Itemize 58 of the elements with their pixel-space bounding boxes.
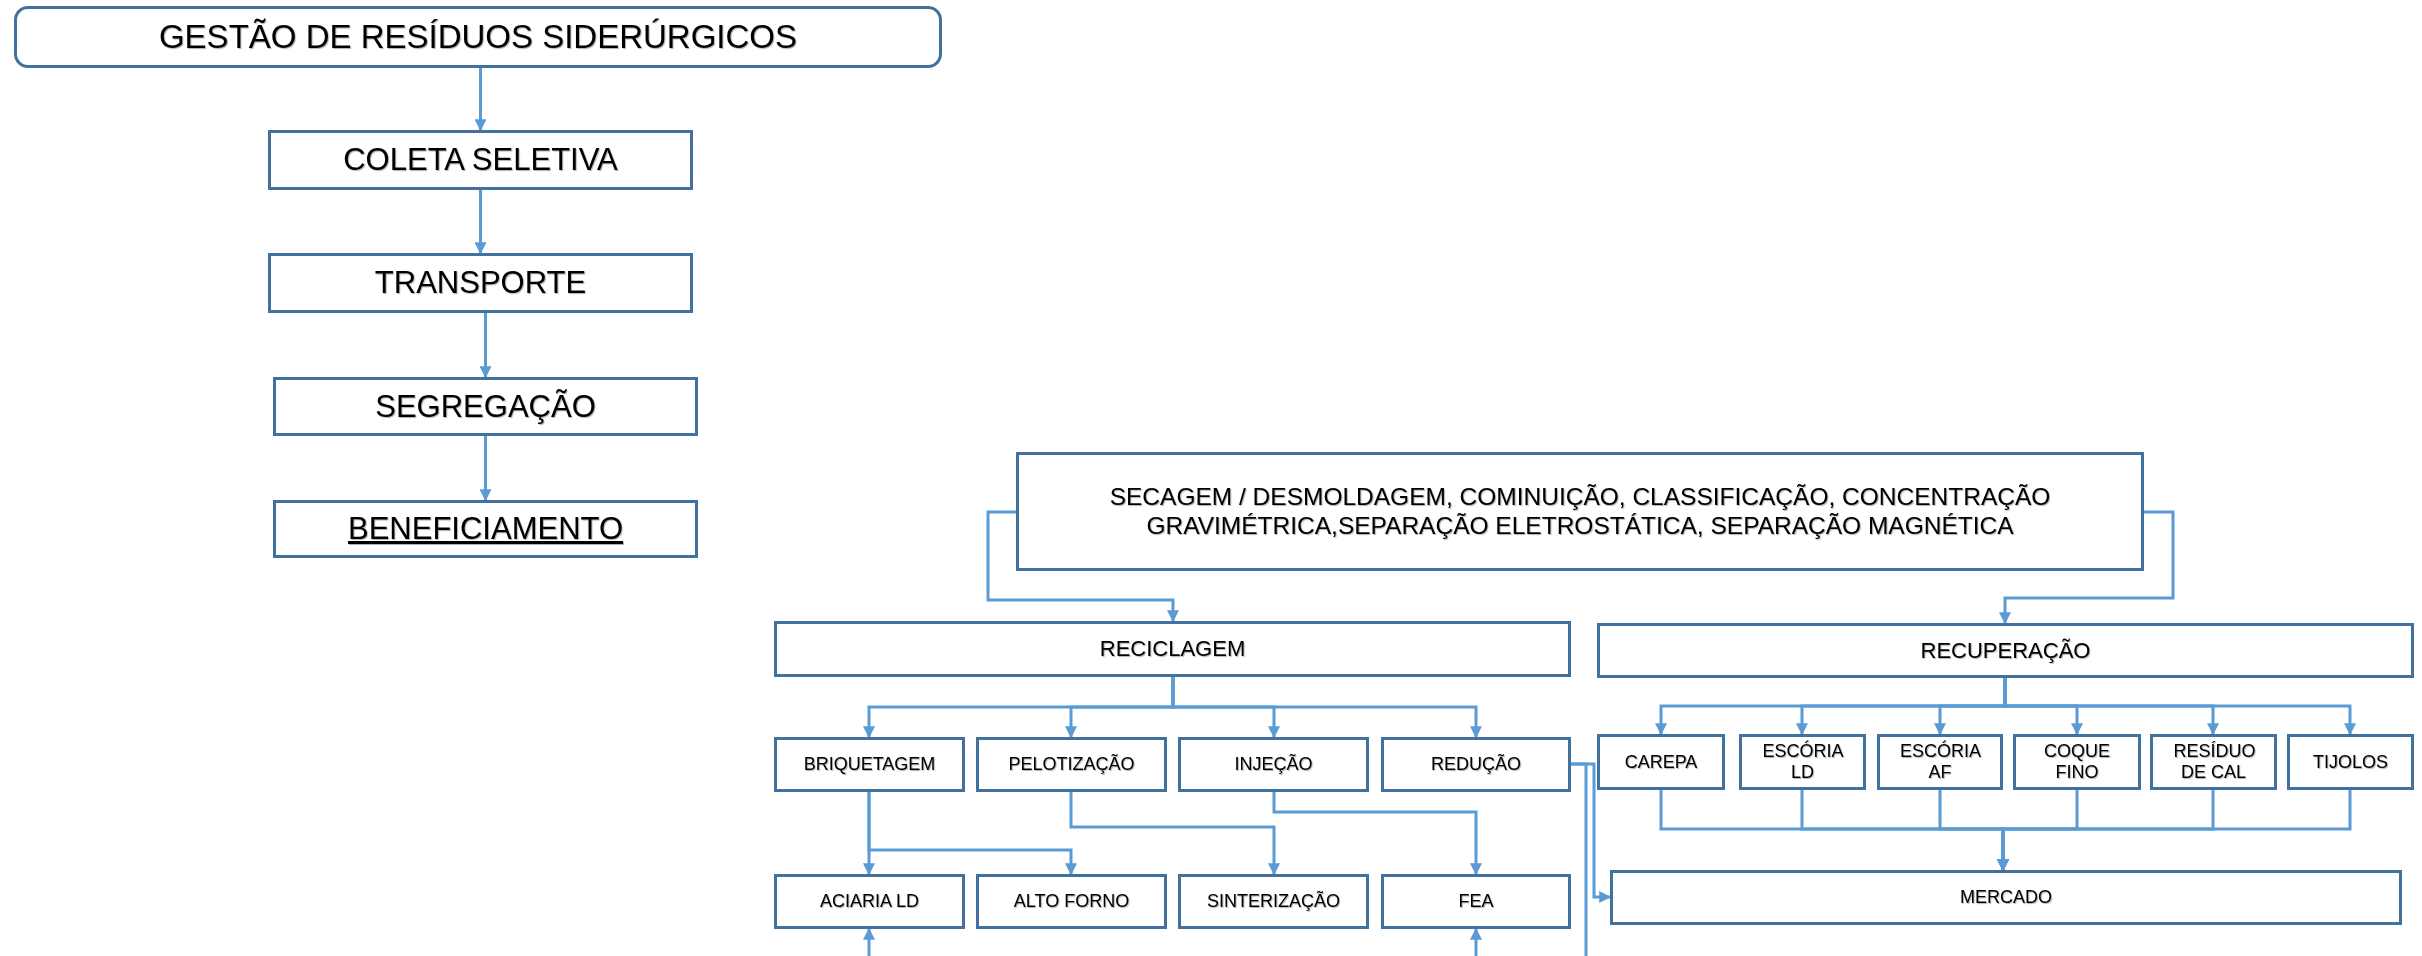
box-label: FEA: [1458, 891, 1494, 912]
connector-arrow: [1272, 792, 1482, 876]
connector-arrow: [1171, 677, 1482, 739]
step-box: [1178, 874, 1369, 929]
step-box: [268, 253, 693, 313]
step-box: [1597, 734, 1725, 790]
connector-arrow: [479, 436, 492, 502]
connector-arrow: [474, 68, 487, 132]
step-box: [273, 377, 698, 436]
connector-arrow: [1470, 927, 1482, 956]
connector-arrow: [986, 510, 1179, 623]
box-label: BRIQUETAGEM: [803, 754, 936, 775]
category-box: [1597, 623, 2414, 678]
connector-arrow: [1069, 792, 1280, 876]
connector-arrow: [863, 927, 875, 956]
box-label: REDUÇÃO: [1431, 754, 1521, 775]
box-label: SEGREGAÇÃO: [375, 388, 596, 425]
box-label: COLETA SELETIVA: [343, 142, 618, 178]
box-label: SECAGEM / DESMOLDAGEM, COMINUIÇÃO, CLASSIFICAÇÃO, CONCENTRAÇÃO GRAVIMÉTRICA,SEPARAÇÃO ELETROSTÁTICA, SEPARAÇÃO MAGNÉTICA: [1108, 483, 2052, 540]
step-box: [1178, 737, 1369, 792]
title-box: [14, 6, 942, 68]
box-label: ESCÓRIA AF: [1900, 741, 1980, 783]
step-box: [774, 874, 965, 929]
step-box: [268, 130, 693, 190]
step-box: [1381, 874, 1571, 929]
box-label: RECUPERAÇÃO: [1920, 637, 2091, 664]
step-box: [1739, 734, 1866, 790]
process-box: [1016, 452, 2144, 571]
step-box: [976, 874, 1167, 929]
box-label: SINTERIZAÇÃO: [1207, 891, 1340, 912]
box-label: GESTÃO DE RESÍDUOS SIDERÚRGICOS: [158, 18, 798, 56]
box-label: MERCADO: [1960, 887, 2052, 908]
box-label: ACIARIA LD: [819, 891, 919, 912]
step-box: [1877, 734, 2003, 790]
box-label: ALTO FORNO: [1013, 891, 1130, 912]
box-label: TIJOLOS: [2313, 751, 2388, 773]
box-label: CAREPA: [1624, 751, 1698, 773]
step-box: [976, 737, 1167, 792]
step-box: [774, 737, 965, 792]
box-label: ESCÓRIA LD: [1762, 741, 1843, 783]
box-label: RECICLAGEM: [1099, 636, 1246, 662]
connector-arrow: [1999, 510, 2175, 625]
step-box: [2013, 734, 2141, 790]
box-label: INJEÇÃO: [1234, 754, 1313, 775]
box-label: RESÍDUO DE CAL: [2173, 741, 2254, 783]
step-box: [1381, 737, 1571, 792]
connector-arrow: [479, 313, 492, 379]
step-box: [2287, 734, 2414, 790]
step-box: [273, 500, 698, 558]
connector-arrow: [867, 792, 1077, 876]
box-label: COQUE FINO: [2043, 741, 2111, 783]
box-label: PELOTIZAÇÃO: [1008, 754, 1135, 775]
box-label: BENEFICIAMENTO: [348, 511, 623, 547]
step-box: [2150, 734, 2277, 790]
box-label: TRANSPORTE: [374, 265, 587, 301]
market-box: [1610, 870, 2402, 925]
category-box: [774, 621, 1571, 677]
connector-arrow: [474, 190, 487, 255]
